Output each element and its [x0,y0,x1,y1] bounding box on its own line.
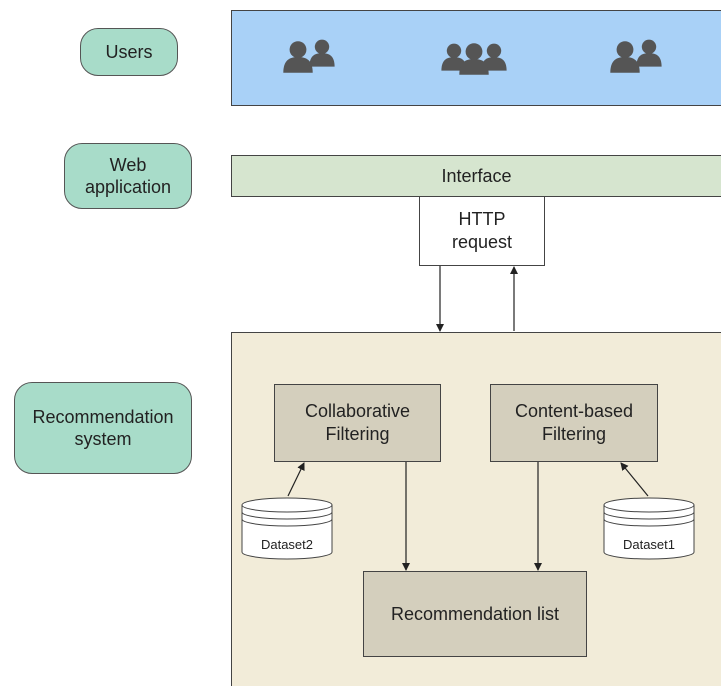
http-request-label: HTTP request [451,209,513,252]
http-request-box: HTTP request [419,196,545,266]
dataset2-label: Dataset2 [260,537,314,552]
users-group-icon [283,39,335,73]
dataset1-icon [603,497,695,560]
recommendation-list-label: Recommendation list [390,603,560,624]
dataset1-label: Dataset1 [622,537,676,552]
users-group-icon [610,39,662,73]
users-layer-text: Users [105,42,153,62]
interface-label: Interface [441,165,512,186]
web-application-layer-text: Web application [84,155,172,197]
users-group-icon [441,43,507,75]
recommendation-system-layer-label: Recommendation system [14,382,192,474]
arrow-dataset2-to-collaborative [287,462,305,497]
users-layer-label: Users [80,28,178,76]
collaborative-filtering-box: Collaborative Filtering [274,384,441,462]
recommendation-list-box: Recommendation list [363,571,587,657]
web-application-layer-label: Web application [64,143,192,209]
arrow-dataset1-to-content [620,462,649,497]
content-based-filtering-label: Content-based Filtering [514,401,634,444]
dataset2-icon [241,497,333,560]
collaborative-filtering-label: Collaborative Filtering [304,401,411,444]
recommendation-system-layer-text: Recommendation system [32,407,174,449]
content-based-filtering-box: Content-based Filtering [490,384,658,462]
